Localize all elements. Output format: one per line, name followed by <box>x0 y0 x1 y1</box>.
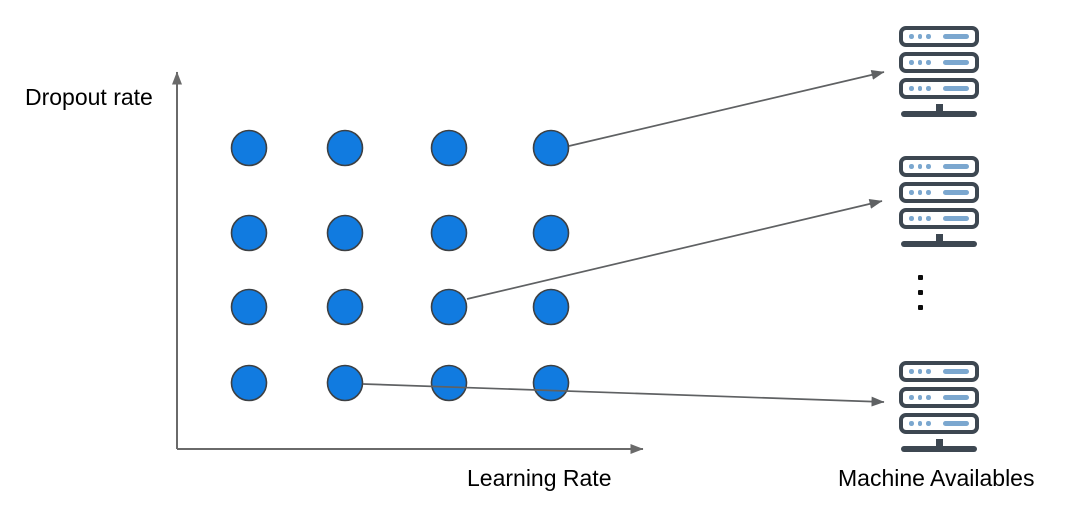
grid-dot <box>230 129 268 167</box>
grid-dot <box>532 364 570 402</box>
server-rack-icon <box>899 26 979 117</box>
server-unit <box>899 182 979 203</box>
server-drive-bar <box>943 34 969 39</box>
grid-dot <box>532 129 570 167</box>
server-unit <box>899 52 979 73</box>
server-led-dots <box>909 86 931 91</box>
grid-dot <box>326 214 364 252</box>
server-led-dots <box>909 60 931 65</box>
server-led-dots <box>909 190 931 195</box>
grid-dot <box>326 129 364 167</box>
grid-dot <box>230 288 268 326</box>
grid-dot <box>430 364 468 402</box>
server-drive-bar <box>943 86 969 91</box>
mapping-arrow <box>568 69 885 147</box>
server-led-dots <box>909 216 931 221</box>
grid-dot <box>430 129 468 167</box>
server-unit <box>899 387 979 408</box>
server-led-dots <box>909 164 931 169</box>
server-rack-icon <box>899 361 979 452</box>
server-rack-icon <box>899 156 979 247</box>
grid-dot <box>532 288 570 326</box>
server-unit <box>899 78 979 99</box>
server-led-dots <box>909 395 931 400</box>
server-unit <box>899 361 979 382</box>
server-unit <box>899 156 979 177</box>
vertical-ellipsis-icon <box>918 275 923 310</box>
server-drive-bar <box>943 60 969 65</box>
server-led-dots <box>909 421 931 426</box>
grid-dot <box>326 288 364 326</box>
server-drive-bar <box>943 421 969 426</box>
server-unit <box>899 26 979 47</box>
server-stand-stem <box>935 439 943 446</box>
grid-dot <box>532 214 570 252</box>
server-stand-base <box>901 111 977 117</box>
server-stand-base <box>901 446 977 452</box>
server-stand-stem <box>935 104 943 111</box>
grid-dot <box>430 288 468 326</box>
mapping-arrow <box>362 383 885 407</box>
server-unit <box>899 413 979 434</box>
server-unit <box>899 208 979 229</box>
server-drive-bar <box>943 190 969 195</box>
y-axis-label: Dropout rate <box>25 84 153 110</box>
grid-dot <box>430 214 468 252</box>
mapping-arrow <box>466 199 883 300</box>
server-stand-stem <box>935 234 943 241</box>
server-led-dots <box>909 369 931 374</box>
server-drive-bar <box>943 369 969 374</box>
server-stand-base <box>901 241 977 247</box>
machines-label: Machine Availables <box>838 465 1035 491</box>
grid-dot <box>230 364 268 402</box>
grid-dot <box>326 364 364 402</box>
grid-dot <box>230 214 268 252</box>
server-drive-bar <box>943 216 969 221</box>
x-axis-label: Learning Rate <box>467 465 612 491</box>
server-drive-bar <box>943 395 969 400</box>
server-led-dots <box>909 34 931 39</box>
server-drive-bar <box>943 164 969 169</box>
